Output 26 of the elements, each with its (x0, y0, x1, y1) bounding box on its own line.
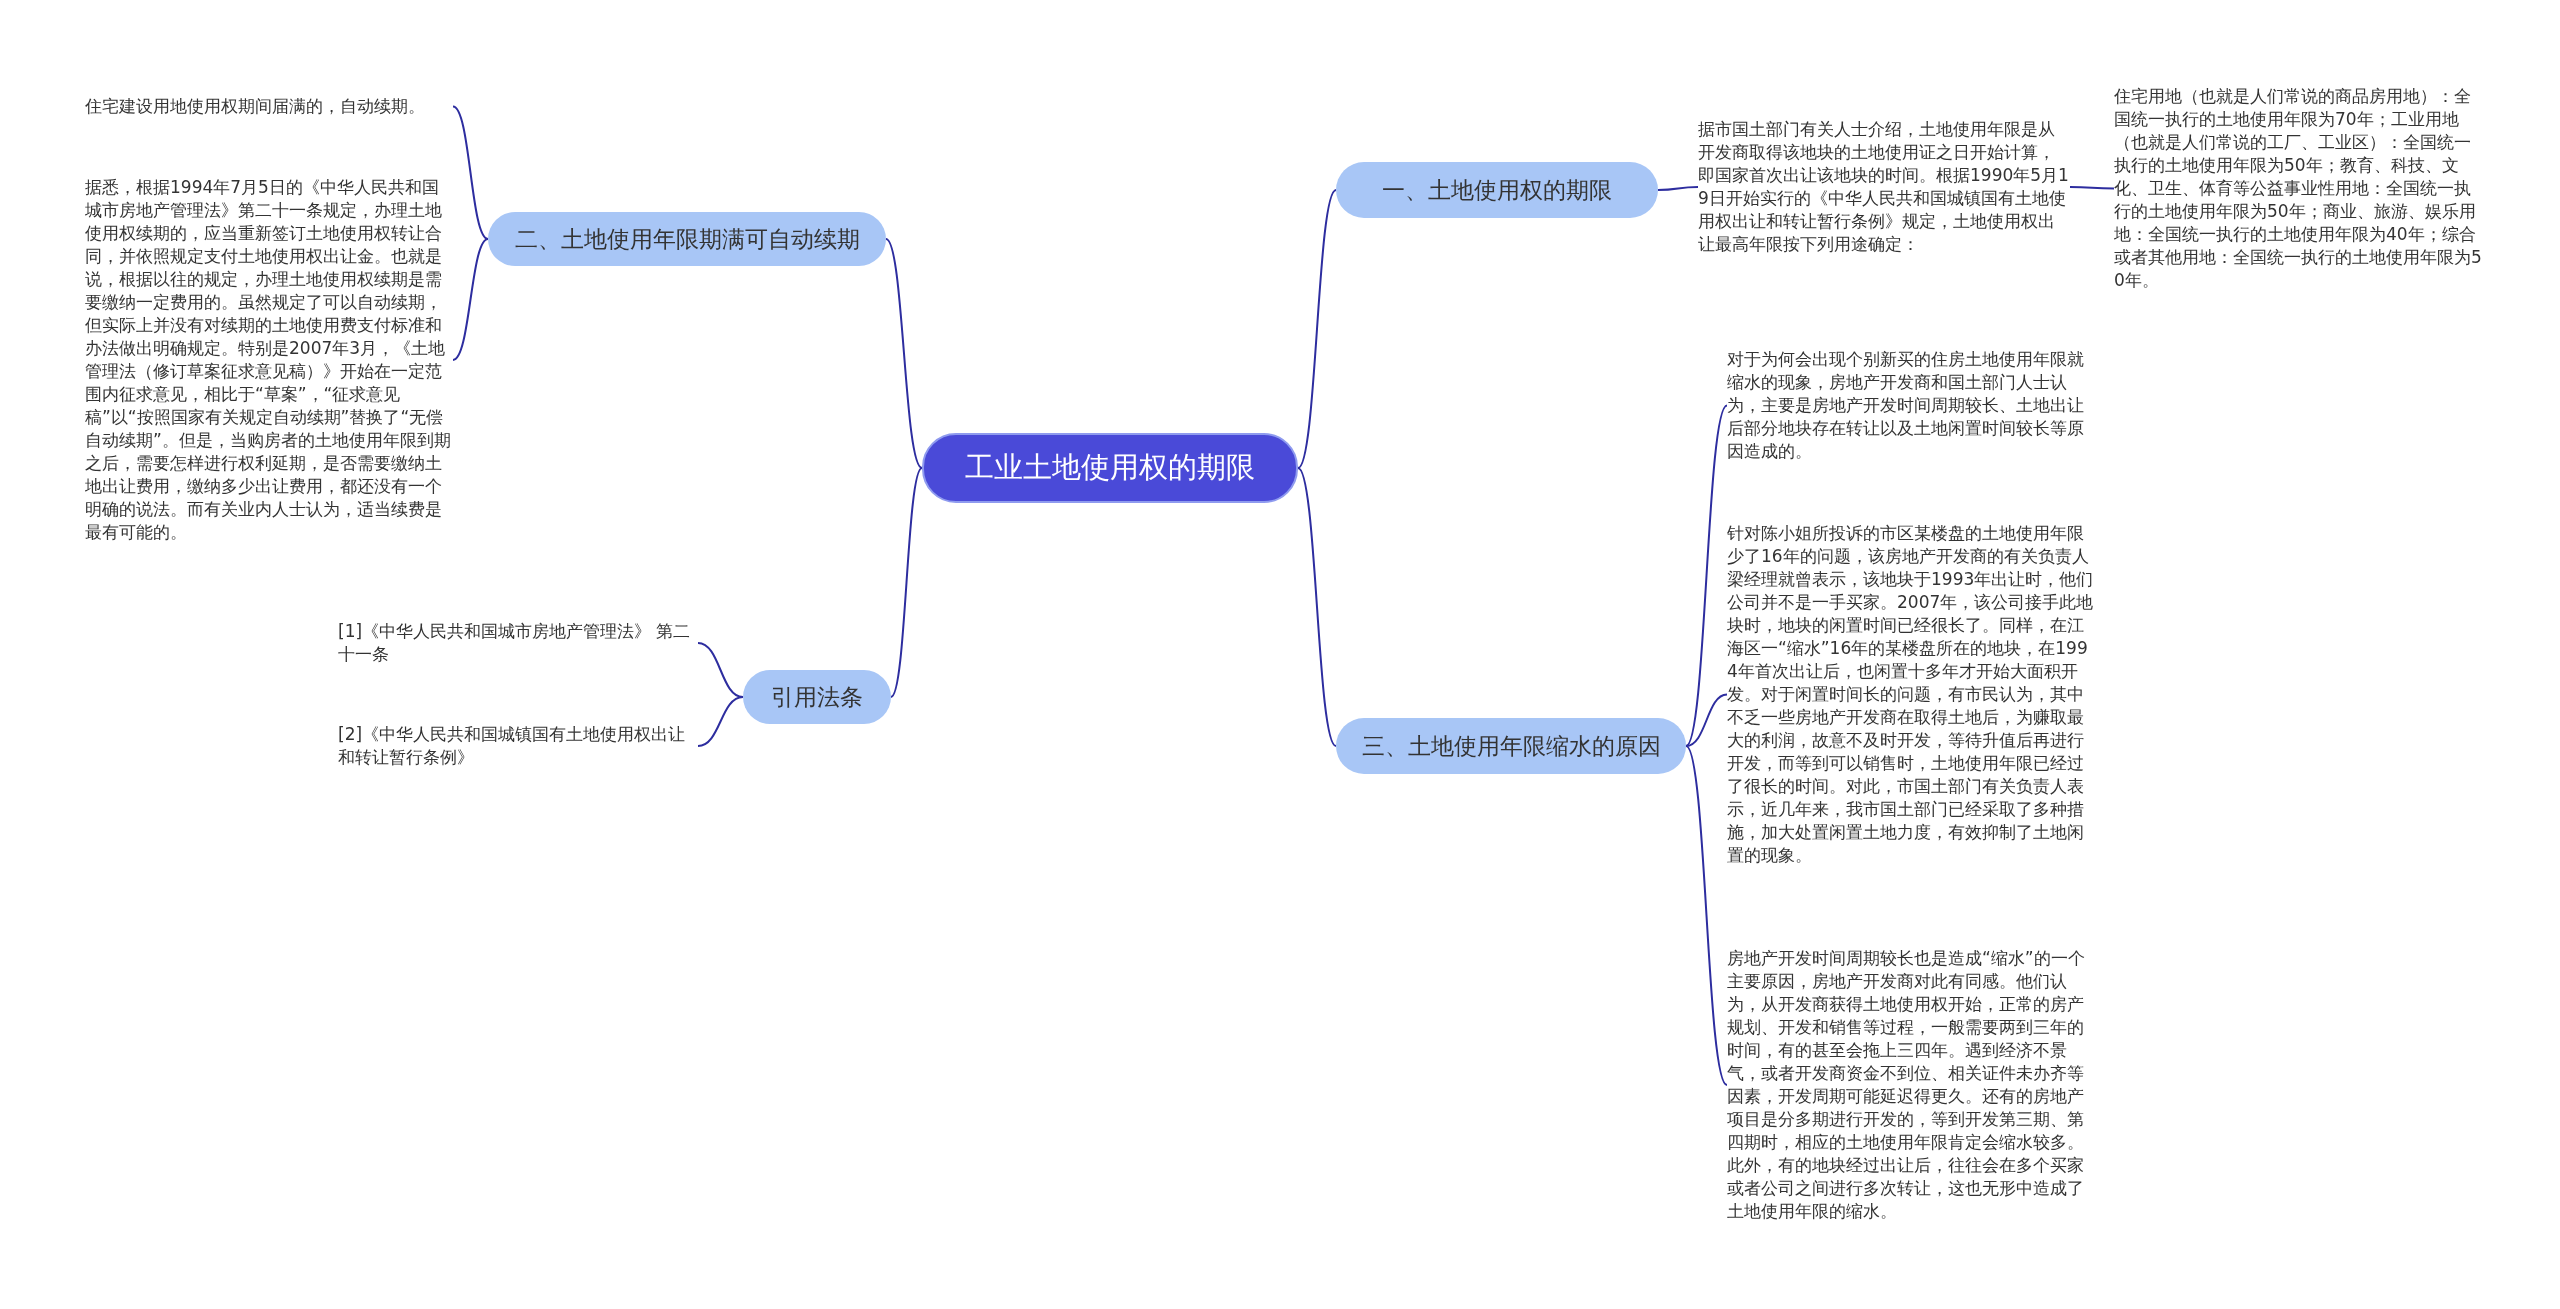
note-text: 住宅建设用地使用权期间届满的，自动续期。 (85, 95, 453, 118)
note-text: 房地产开发时间周期较长也是造成“缩水”的一个主要原因，房地产开发商对此有同感。他们认为，从开发商获得土地使用权开始，正常的房产规划、开发和销售等过程，一般需要两到三年的时间，有的甚至会拖上三四年。遇到经济不景气，或者开发商资金不到位、相关证件未办齐等因素，开发周期可能延迟得更久。还有的房地产项目是分多期进行开发的，等到开发第三期、第四期时，相应的土地使用年限肯定会缩水较多。此外，有的地块经过出让后，往往会在多个买家或者公司之间进行多次转让，这也无形中造成了土地使用年限的缩水。 (1727, 947, 2095, 1223)
note-text: 针对陈小姐所投诉的市区某楼盘的土地使用年限少了16年的问题，该房地产开发商的有关负责人梁经理就曾表示，该地块于1993年出让时，他们公司并不是一手买家。2007年，该公司接手此地块时，地块的闲置时间已经很长了。同样，在江海区一“缩水”16年的某楼盘所在的地块，在1994年首次出让后，也闲置十多年才开始大面积开发。对于闲置时间长的问题，有市民认为，其中不乏一些房地产开发商在取得土地后，为赚取最大的利润，故意不及时开发，等待升值后再进行开发，而等到可以销售时，土地使用年限已经过了很长的时间。对此，市国土部门有关负责人表示，近几年来，我市国土部门已经采取了多种措施，加大处置闲置土地力度，有效抑制了土地闲置的现象。 (1727, 522, 2095, 867)
note-text: 对于为何会出现个别新买的住房土地使用年限就缩水的现象，房地产开发商和国土部门人士认为，主要是房地产开发时间周期较长、土地出让后部分地块存在转让以及土地闲置时间较长等原因造成的。 (1727, 348, 2095, 463)
topic-box: 一、土地使用权的期限 (1336, 162, 1658, 218)
connector-line (1657, 186, 1699, 191)
connector-line (452, 238, 489, 361)
note-text: 据市国土部门有关人士介绍，土地使用年限是从开发商取得该地块的土地使用证之日开始计算，即国家首次出让该地块的时间。根据1990年5月19日开始实行的《中华人民共和国城镇国有土地使用权出让和转让暂行条例》规定，土地使用权出让最高年限按下列用途确定： (1698, 118, 2070, 256)
connector-line (452, 105, 489, 240)
connector-line (697, 696, 744, 747)
connector-line (1685, 404, 1728, 747)
central-topic: 工业土地使用权的期限 (922, 433, 1298, 503)
topic-box: 三、土地使用年限缩水的原因 (1336, 718, 1686, 774)
connector-line (890, 467, 923, 698)
connector-line (885, 238, 923, 469)
connector-line (1685, 745, 1728, 1086)
topic-box: 引用法条 (743, 670, 891, 724)
note-text: 据悉，根据1994年7月5日的《中华人民共和国城市房地产管理法》第二十一条规定，办理土地使用权续期的，应当重新签订土地使用权转让合同，并依照规定支付土地使用权出让金。也就是说，根据以往的规定，办理土地使用权续期是需要缴纳一定费用的。虽然规定了可以自动续期，但实际上并没有对续期的土地使用费支付标准和办法做出明确规定。特别是2007年3月，《土地管理法（修订草案征求意见稿）》开始在一定范围内征求意见，相比于“草案”，“征求意见稿”以“按照国家有关规定自动续期”替换了“无偿自动续期”。但是，当购房者的土地使用年限到期之后，需要怎样进行权利延期，是否需要缴纳土地出让费用，缴纳多少出让费用，都还没有一个明确的说法。而有关业内人士认为，适当续费是最有可能的。 (85, 176, 453, 544)
connector-line (1297, 467, 1337, 747)
topic-box: 二、土地使用年限期满可自动续期 (488, 212, 886, 266)
note-text: 住宅用地（也就是人们常说的商品房用地）：全国统一执行的土地使用年限为70年；工业用地（也就是人们常说的工厂、工业区）：全国统一执行的土地使用年限为50年；教育、科技、文化、卫生、体育等公益事业性用地：全国统一执行的土地使用年限为50年；商业、旅游、娱乐用地：全国统一执行的土地使用年限为40年；综合或者其他用地：全国统一执行的土地使用年限为50年。 (2114, 85, 2486, 292)
connector-line (1297, 189, 1337, 469)
connector-line (1685, 693, 1728, 747)
note-text: [1]《中华人民共和国城市房地产管理法》 第二十一条 (338, 620, 698, 666)
connector-line (2069, 186, 2115, 190)
note-text: [2]《中华人民共和国城镇国有土地使用权出让和转让暂行条例》 (338, 723, 698, 769)
